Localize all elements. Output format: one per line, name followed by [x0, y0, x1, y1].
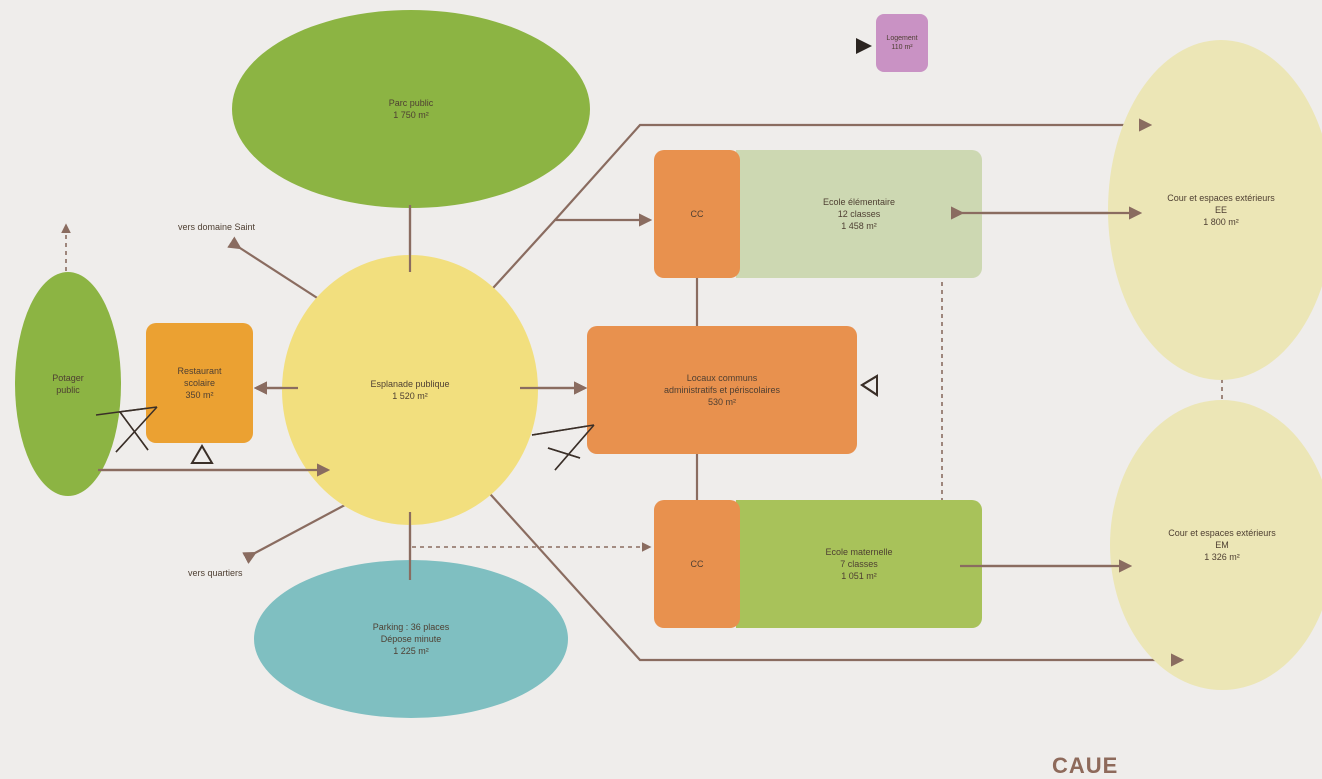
logement-arrow	[856, 38, 872, 54]
courem-line3: 1 326 m²	[1204, 552, 1240, 562]
node-esplanade: Esplanade publique 1 520 m²	[282, 255, 538, 525]
link-quartiers	[242, 496, 360, 565]
sightline-locaux	[531, 424, 595, 471]
parking-line2: Dépose minute	[380, 634, 442, 644]
logement-line1: Logement	[886, 35, 918, 42]
link-top-route	[554, 118, 1153, 221]
node-maternelle: Ecole maternelle 7 classes 1 051 m²	[736, 500, 982, 628]
elem-line1: Ecole élémentaire	[822, 197, 896, 207]
parking-line3: 1 225 m²	[393, 646, 429, 656]
node-cour-em: Cour et espaces extérieurs EM 1 326 m²	[1110, 400, 1322, 690]
courem-line1: Cour et espaces extérieurs	[1168, 528, 1276, 538]
elem-line2: 12 classes	[837, 209, 881, 219]
node-logement: Logement 110 m²	[876, 14, 928, 72]
mat-cc-label: CC	[690, 559, 704, 569]
mat-line2: 7 classes	[840, 559, 878, 569]
node-elementaire-cc: CC	[654, 150, 740, 278]
elem-cc-label: CC	[690, 209, 704, 219]
node-elementaire: Ecole élémentaire 12 classes 1 458 m²	[736, 150, 982, 278]
entrance-triangle-restaurant	[190, 444, 214, 464]
potager-line2: public	[56, 385, 80, 395]
node-restaurant: Restaurant scolaire 350 m²	[146, 323, 253, 443]
restaurant-line3: 350 m²	[185, 390, 214, 400]
couree-line1: Cour et espaces extérieurs	[1167, 193, 1275, 203]
esplanade-line1: Esplanade publique	[370, 379, 450, 389]
mat-line1: Ecole maternelle	[825, 547, 893, 557]
node-cour-ee: Cour et espaces extérieurs EE 1 800 m²	[1108, 40, 1322, 380]
restaurant-line1: Restaurant	[177, 366, 222, 376]
node-parking: Parking : 36 places Dépose minute 1 225 …	[254, 560, 568, 718]
node-potager: Potager public	[15, 272, 121, 496]
caue-logo: CAUE	[1052, 753, 1119, 778]
label-vers-quartiers: vers quartiers	[188, 568, 243, 578]
link-bottom-route	[472, 474, 1185, 667]
courem-line2: EM	[1215, 540, 1229, 550]
entrance-triangle-locaux	[860, 374, 878, 397]
link-potager-esplanade	[80, 463, 331, 477]
node-maternelle-cc: CC	[654, 500, 740, 628]
mat-line3: 1 051 m²	[841, 571, 877, 581]
locaux-line3: 530 m²	[707, 397, 736, 407]
couree-line3: 1 800 m²	[1203, 217, 1239, 227]
logement-line2: 110 m²	[891, 44, 913, 51]
node-locaux-communs: Locaux communs administratifs et périsco…	[587, 326, 857, 454]
elem-line3: 1 458 m²	[841, 221, 877, 231]
label-vers-domaine: vers domaine Saint	[178, 222, 256, 232]
node-parc-public: Parc public 1 750 m²	[232, 10, 590, 208]
locaux-line1: Locaux communs	[686, 373, 758, 383]
parc-line2: 1 750 m²	[393, 110, 429, 120]
parc-line1: Parc public	[388, 98, 434, 108]
couree-line2: EE	[1214, 205, 1227, 215]
restaurant-line2: scolaire	[183, 378, 215, 388]
parking-line1: Parking : 36 places	[372, 622, 450, 632]
esplanade-line2: 1 520 m²	[392, 391, 428, 401]
locaux-line2: administratifs et périscolaires	[663, 385, 781, 395]
potager-line1: Potager	[52, 373, 84, 383]
